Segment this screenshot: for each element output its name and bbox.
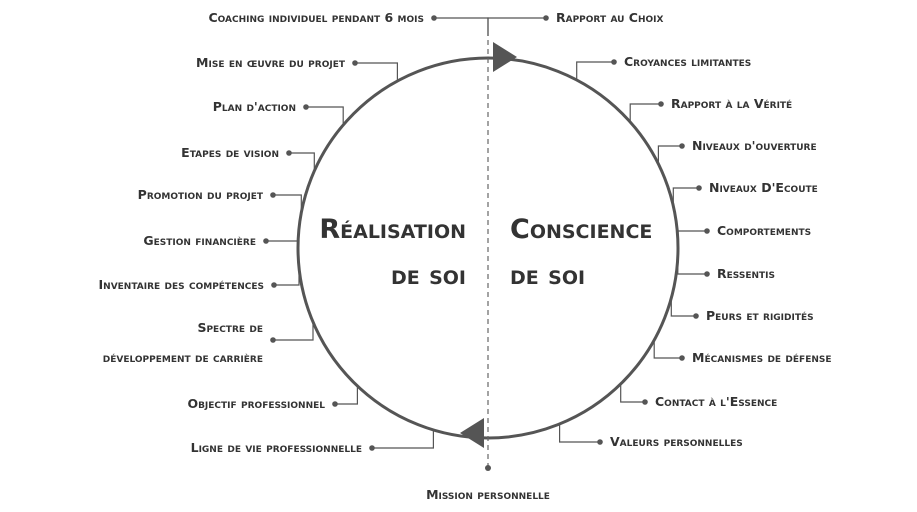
left-item-connector xyxy=(289,152,315,171)
left-item-9: Objectif professionnel xyxy=(187,386,358,411)
left-item-label: Spectre de xyxy=(197,320,263,335)
right-item-connector xyxy=(629,103,661,122)
right-item-label: Mécanismes de défense xyxy=(692,350,832,365)
left-item-dot xyxy=(369,445,375,451)
right-item-8: Peurs et rigidités xyxy=(670,298,814,323)
right-item-label: Peurs et rigidités xyxy=(706,308,814,323)
right-item-dot xyxy=(611,59,617,65)
right-title-line1: Conscience xyxy=(510,214,652,245)
right-item-label: Croyances limitantes xyxy=(624,54,751,69)
right-item-dot xyxy=(597,439,603,445)
left-item-label: Etapes de vision xyxy=(181,145,279,160)
left-item-connector xyxy=(273,322,314,341)
arrow-top-right xyxy=(493,42,517,72)
right-item-connector xyxy=(559,424,600,443)
left-item-label: Objectif professionnel xyxy=(187,396,325,411)
left-item-dot xyxy=(303,104,309,110)
right-item-2: Croyances limitantes xyxy=(576,54,751,80)
right-item-dot xyxy=(704,228,710,234)
left-item-label: Inventaire des compétences xyxy=(99,277,264,292)
left-item-dot xyxy=(270,337,276,343)
left-item-5: Promotion du projet xyxy=(138,187,302,213)
right-item-label: Comportements xyxy=(717,223,811,238)
left-item-label: Plan d'action xyxy=(213,99,296,114)
right-item-dot xyxy=(679,143,685,149)
right-item-label: Rapport au Choix xyxy=(556,10,664,25)
right-item-connector xyxy=(670,298,696,317)
left-item-8: Spectre de développement de carrière xyxy=(103,320,314,365)
right-item-dot xyxy=(693,313,699,319)
left-item-dot xyxy=(332,401,338,407)
left-item-10: Ligne de vie professionnelle xyxy=(191,430,434,455)
left-item-label: Coaching individuel pendant 6 mois xyxy=(208,10,424,25)
left-item-2: Mise en œuvre du projet xyxy=(196,55,398,81)
right-item-connector xyxy=(487,17,546,36)
left-item-label: développement de carrière xyxy=(103,350,263,365)
left-title-line1: Réalisation xyxy=(319,214,466,245)
right-item-10: Contact à l'Essence xyxy=(620,384,777,409)
left-item-connector xyxy=(434,17,489,36)
left-item-connector xyxy=(306,106,344,125)
right-item-1: Rapport au Choix xyxy=(487,10,664,36)
right-item-connector xyxy=(657,145,682,164)
right-item-dot xyxy=(679,355,685,361)
left-item-dot xyxy=(352,60,358,66)
right-item-label: Niveaux d'ouverture xyxy=(692,138,817,153)
mission-dot xyxy=(485,465,491,471)
left-item-dot xyxy=(263,238,269,244)
right-item-3: Rapport à la Vérité xyxy=(629,96,792,122)
right-item-label: Rapport à la Vérité xyxy=(671,96,792,111)
left-item-connector xyxy=(372,430,434,449)
left-item-6: Gestion financière xyxy=(143,233,299,259)
right-item-dot xyxy=(704,271,710,277)
left-item-connector xyxy=(274,267,300,286)
left-item-label: Mise en œuvre du projet xyxy=(196,55,346,70)
left-item-dot xyxy=(286,150,292,156)
left-item-connector xyxy=(266,240,299,259)
mission-label: Mission personnelle xyxy=(426,487,550,502)
right-item-label: Ressentis xyxy=(717,266,775,281)
left-item-3: Plan d'action xyxy=(213,99,344,125)
left-item-connector xyxy=(273,194,302,213)
right-item-connector xyxy=(653,340,682,359)
left-item-connector xyxy=(355,62,398,81)
right-item-dot xyxy=(696,185,702,191)
right-item-dot xyxy=(642,399,648,405)
left-item-dot xyxy=(270,192,276,198)
right-item-connector xyxy=(576,61,614,80)
left-item-label: Ligne de vie professionnelle xyxy=(191,440,362,455)
right-item-label: Contact à l'Essence xyxy=(655,394,777,409)
left-item-1: Coaching individuel pendant 6 mois xyxy=(208,10,489,36)
right-title-line2: de soi xyxy=(510,260,585,291)
left-item-dot xyxy=(431,15,437,21)
right-item-label: Valeurs personnelles xyxy=(610,434,743,449)
right-item-dot xyxy=(543,15,549,21)
right-item-connector xyxy=(677,256,707,275)
right-item-5: Niveaux D'Ecoute xyxy=(672,180,818,206)
right-item-6: Comportements xyxy=(677,223,811,249)
left-title-line2: de soi xyxy=(391,260,466,291)
arrow-bottom-left xyxy=(460,418,484,448)
left-item-4: Etapes de vision xyxy=(181,145,315,171)
right-item-7: Ressentis xyxy=(677,256,775,281)
right-item-connector xyxy=(672,187,699,206)
right-item-9: Mécanismes de défense xyxy=(653,340,832,365)
left-item-connector xyxy=(335,386,358,405)
left-item-label: Promotion du projet xyxy=(138,187,264,202)
right-item-11: Valeurs personnelles xyxy=(559,424,743,449)
right-item-connector xyxy=(677,230,707,249)
right-item-label: Niveaux D'Ecoute xyxy=(709,180,818,195)
left-item-label: Gestion financière xyxy=(143,233,256,248)
right-item-connector xyxy=(620,384,645,403)
left-item-dot xyxy=(271,282,277,288)
right-item-dot xyxy=(658,101,664,107)
right-item-4: Niveaux d'ouverture xyxy=(657,138,817,164)
left-item-7: Inventaire des compétences xyxy=(99,267,300,292)
